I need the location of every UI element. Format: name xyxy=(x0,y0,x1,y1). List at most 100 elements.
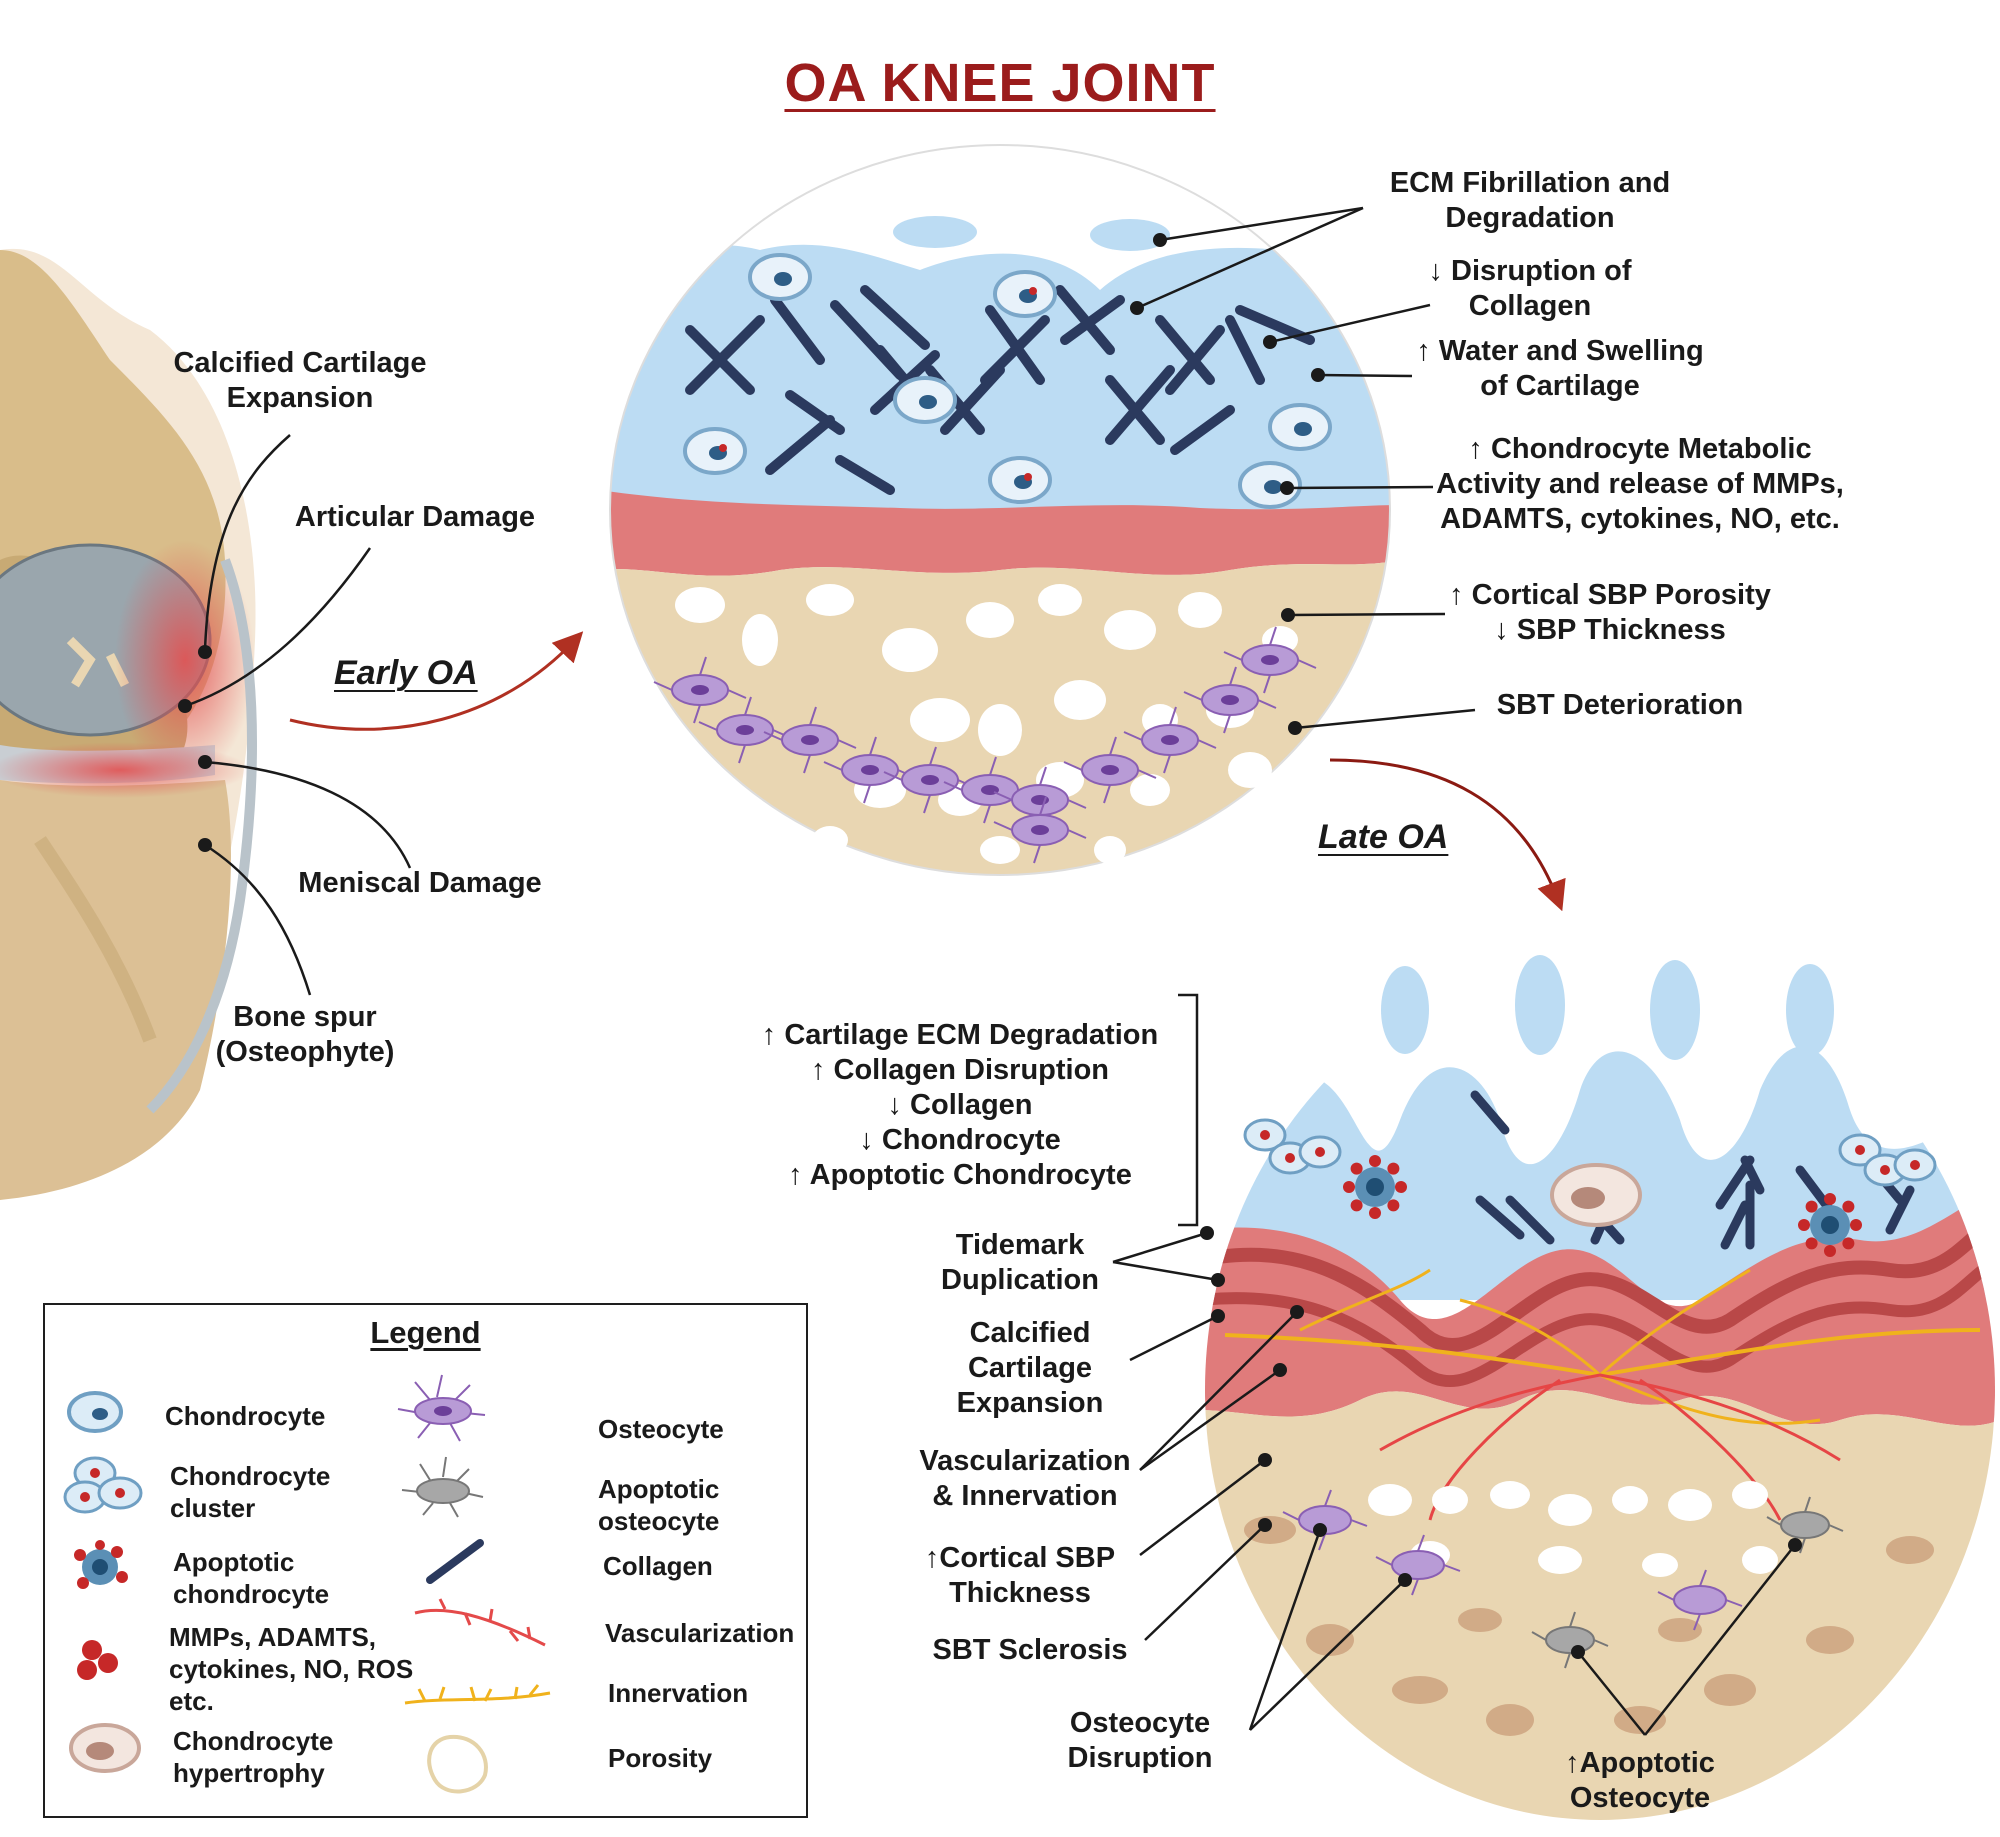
mmp-dot xyxy=(1260,1130,1270,1140)
collagen-fiber xyxy=(1225,315,1265,385)
osteocyte-nucleus xyxy=(1031,825,1049,835)
label-line: ↑ Cartilage ECM Degradation xyxy=(761,1019,1159,1051)
osteocyte-nucleus xyxy=(921,775,939,785)
label-line: Collagen xyxy=(1468,290,1592,322)
mmp-dot xyxy=(1029,287,1037,295)
pore xyxy=(1490,1481,1530,1509)
label-line: ↑ Collagen Disruption xyxy=(810,1054,1110,1086)
pore xyxy=(910,698,970,742)
mmp-dot xyxy=(1805,1237,1818,1250)
chondrocyte-nucleus xyxy=(1294,422,1312,436)
legend-item-innervation: Innervation xyxy=(608,1677,748,1709)
label-tidemark: Tidemark Duplication xyxy=(910,1228,1130,1298)
sclerotic-trabecula xyxy=(1806,1626,1854,1654)
collagen-fiber xyxy=(1740,1155,1765,1195)
label-line: Activity and release of MMPs, xyxy=(1436,468,1844,500)
collagen-fiber xyxy=(770,295,825,365)
legend-item-osteocyte: Osteocyte xyxy=(598,1413,724,1445)
early-calcified-layer xyxy=(610,490,1390,576)
collagen-fiber xyxy=(685,315,765,395)
osteocyte-process xyxy=(698,696,792,764)
pore xyxy=(1742,1546,1778,1574)
mmp-dot xyxy=(1024,473,1032,481)
label-line: chondrocyte xyxy=(173,1579,330,1609)
label-sbt-sclerosis: SBT Sclerosis xyxy=(932,1634,1128,1666)
label-line: Apoptotic xyxy=(598,1474,720,1504)
collagen-fiber xyxy=(765,415,835,475)
mmp-dot xyxy=(1395,1181,1407,1193)
label-line: Vascularization xyxy=(919,1445,1131,1477)
osteocyte-process xyxy=(653,656,747,724)
collagen-icon xyxy=(426,1539,484,1584)
osteocyte-icon xyxy=(397,1374,486,1442)
label-line: Expansion xyxy=(956,1387,1104,1419)
joint-capsule xyxy=(146,558,257,1114)
label-line: Tidemark xyxy=(955,1229,1085,1261)
label-line: hypertrophy xyxy=(173,1758,325,1788)
label-line: cytokines, NO, ROS xyxy=(169,1654,414,1684)
hypertrophy-icon xyxy=(69,1723,141,1773)
label-chondrocyte-activity: ↑ Chondrocyte Metabolic Activity and rel… xyxy=(1420,432,1860,537)
mmp-dot xyxy=(1824,1245,1836,1257)
label-collagen-disruption: ↓ Disruption of Collagen xyxy=(1380,254,1680,324)
early-leader-lines xyxy=(1136,206,1476,730)
mmp-dot xyxy=(1343,1181,1355,1193)
label-line: (Osteophyte) xyxy=(215,1036,395,1068)
chondrocyte-nucleus xyxy=(774,272,792,286)
label-line: of Cartilage xyxy=(1480,370,1640,402)
label-line: Duplication xyxy=(941,1264,1099,1296)
sclerotic-trabecula xyxy=(1306,1624,1354,1656)
label-vascularization: Vascularization & Innervation xyxy=(900,1444,1150,1514)
collagen-fiber xyxy=(835,455,895,495)
mmp-dot xyxy=(1387,1162,1400,1175)
late-oa-arrow xyxy=(1329,758,1566,912)
apoptotic-osteocyte-icon xyxy=(401,1456,484,1518)
label-articular-damage: Articular Damage xyxy=(294,501,536,533)
collagen-fiber xyxy=(1155,315,1215,385)
osteocyte-process xyxy=(1123,706,1217,774)
osteocyte-process xyxy=(1766,1496,1844,1554)
osteocyte-process xyxy=(993,796,1087,864)
late-ecm-fragments xyxy=(1381,955,1834,1060)
apoptotic-osteocyte-icon xyxy=(1780,1511,1830,1539)
legend-item-vascularization: Vascularization xyxy=(605,1617,794,1649)
collagen-fiber xyxy=(1795,1165,1835,1215)
label-line: Chondrocyte xyxy=(165,1401,326,1431)
pore xyxy=(1432,1486,1468,1514)
legend-item-collagen: Collagen xyxy=(603,1550,713,1582)
label-line: etc. xyxy=(169,1686,214,1716)
label-osteocyte-disruption: Osteocyte Disruption xyxy=(1030,1706,1250,1776)
chondrocyte-cluster-icon xyxy=(63,1456,143,1514)
sclerotic-trabecula xyxy=(1704,1674,1756,1706)
early-oa-label: Early OA xyxy=(334,654,478,692)
osteocyte-process xyxy=(1183,666,1277,734)
collagen-fiber xyxy=(1170,405,1235,455)
collagen-fiber xyxy=(1105,365,1175,445)
collagen-fiber xyxy=(860,285,930,350)
label-line: Porosity xyxy=(608,1743,713,1773)
pore xyxy=(1538,1546,1582,1574)
label-line: ↓ Chondrocyte xyxy=(859,1124,1061,1156)
articular-inflammation xyxy=(115,540,255,780)
pore xyxy=(1104,610,1156,650)
late-oa-section xyxy=(1205,960,1995,1820)
osteocyte-nucleus xyxy=(1261,655,1279,665)
legend-title: Legend xyxy=(370,1315,481,1350)
legend-item-apoptotic-chondrocyte: Apoptotic chondrocyte xyxy=(173,1546,329,1610)
summary-bracket xyxy=(1178,993,1199,1227)
collagen-fiber xyxy=(1885,1185,1915,1235)
mmp-dot xyxy=(1387,1199,1400,1212)
pore xyxy=(1094,836,1126,864)
early-osteocytes xyxy=(653,626,1317,864)
legend-item-porosity: Porosity xyxy=(608,1742,712,1774)
osteocyte-process xyxy=(1375,1534,1461,1596)
label-line: ↑ Cortical SBP Porosity xyxy=(1449,579,1771,611)
osteocyte-process xyxy=(1531,1611,1609,1669)
pore xyxy=(966,602,1014,638)
label-line: Cartilage xyxy=(967,1352,1093,1384)
mmp-dot xyxy=(1850,1219,1862,1231)
apoptotic-chondrocyte-icon xyxy=(74,1540,128,1589)
osteocyte-nucleus xyxy=(691,685,709,695)
sclerotic-trabecula xyxy=(1458,1608,1502,1632)
